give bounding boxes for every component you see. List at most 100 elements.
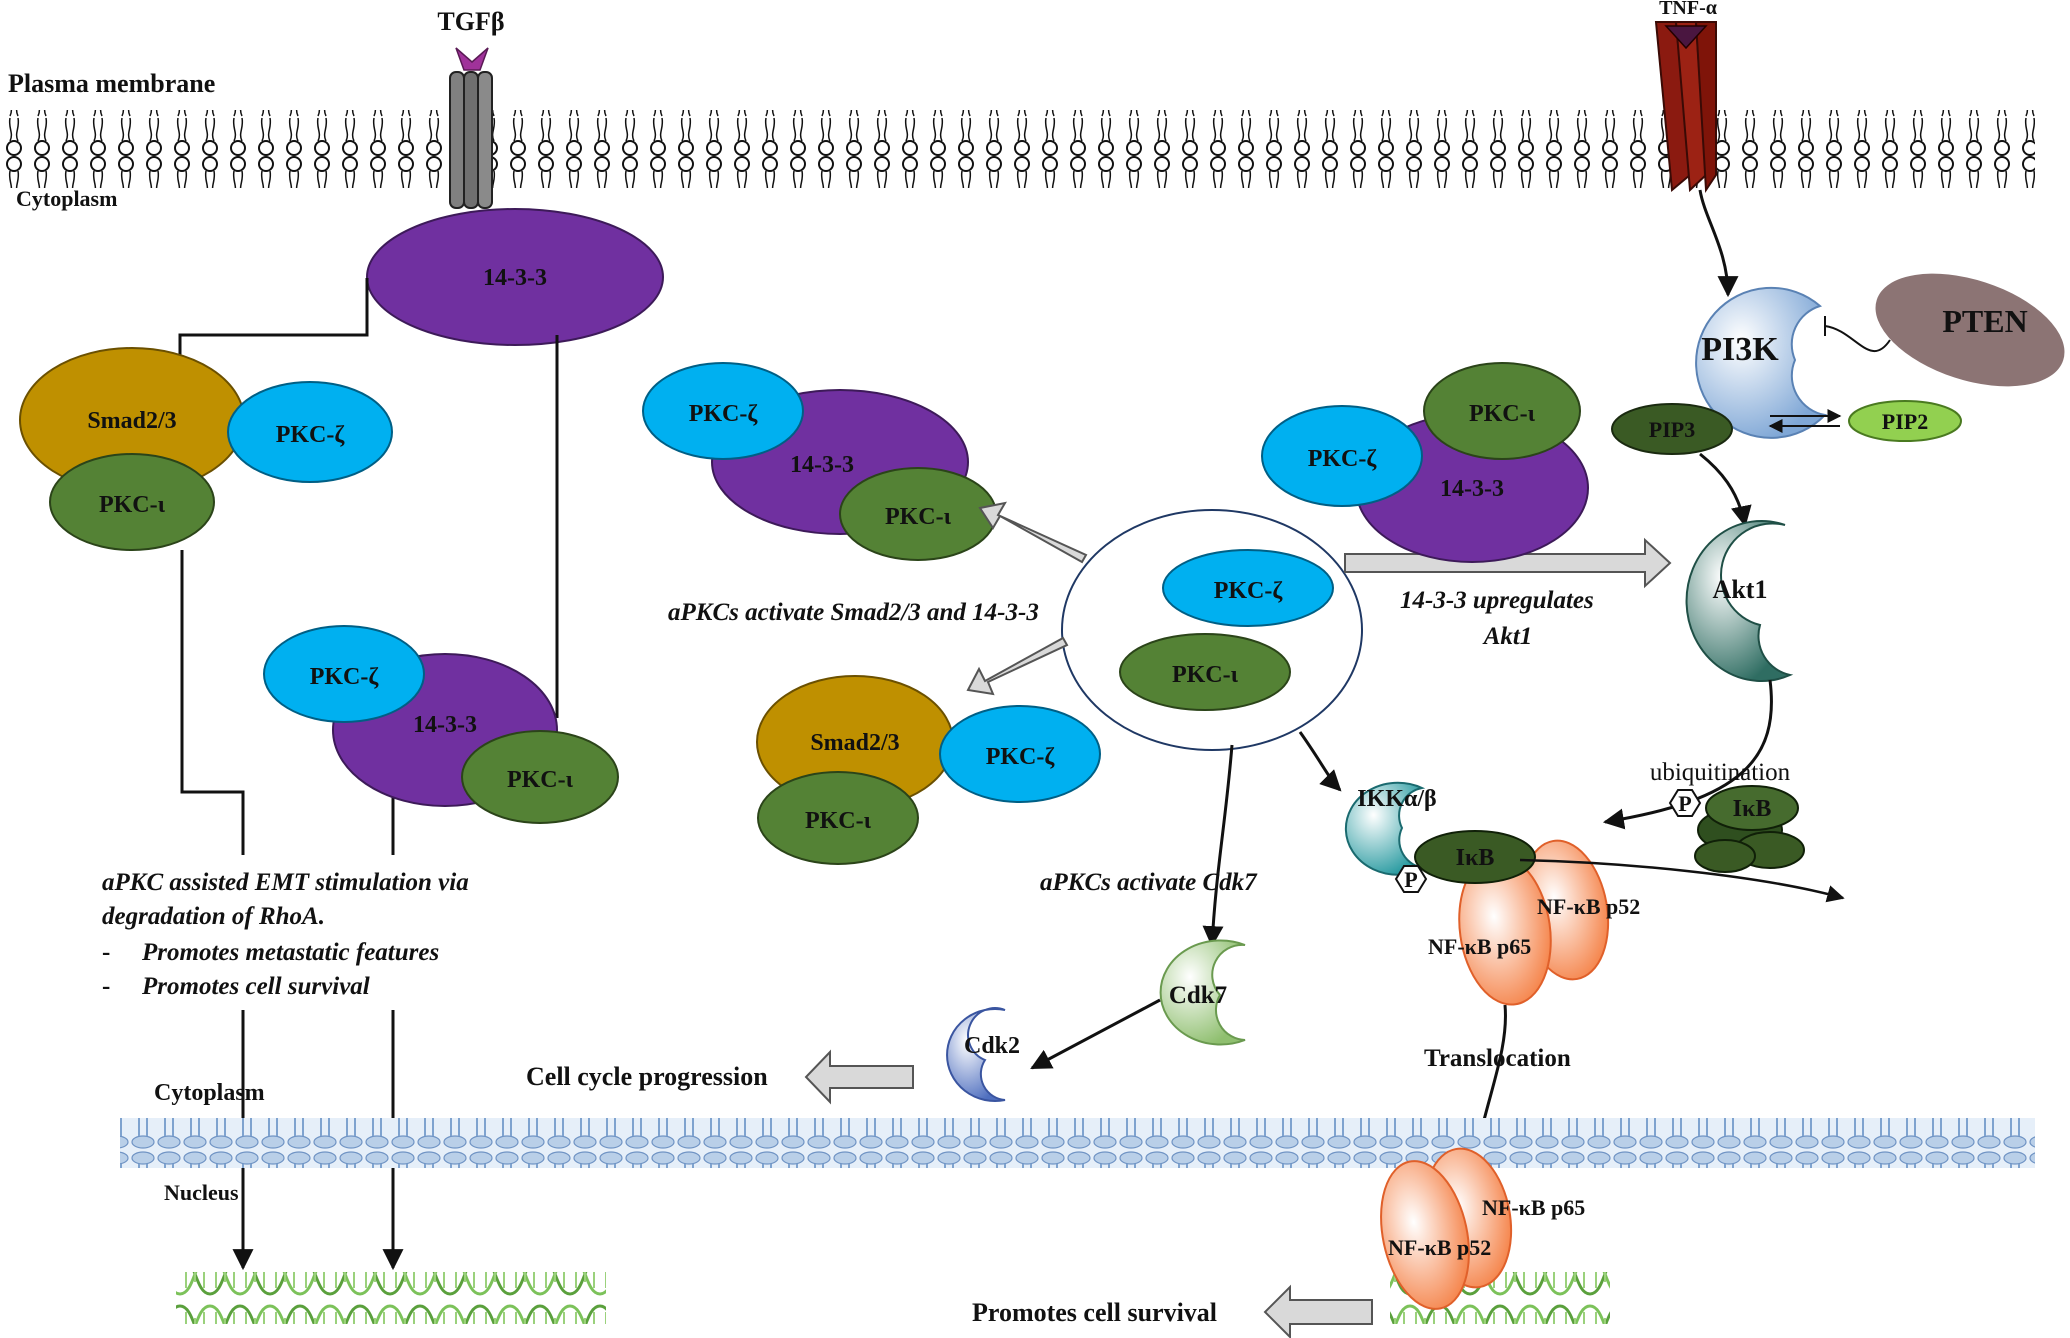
pip2-label: PIP2	[1882, 409, 1928, 434]
pkc-iota-protein	[757, 771, 919, 865]
emt-bullet-dash-1: -	[102, 939, 110, 966]
survival-arrow	[1263, 1284, 1373, 1338]
survival-text: Promotes cell survival	[972, 1298, 1217, 1327]
protein-14-3-3-top	[366, 208, 664, 346]
pip3-label: PIP3	[1649, 417, 1695, 442]
ikb-free-complex	[1694, 785, 1805, 873]
protein-14-3-3-label: 14-3-3	[1440, 476, 1504, 502]
activate-smad-text: aPKCs activate Smad2/3 and 14-3-3	[668, 599, 1039, 626]
pkc-iota-label: PKC-ι	[805, 808, 872, 834]
cdk7-to-cdk2-arrow	[1030, 998, 1161, 1070]
cell-to-ikk-arrow	[1298, 731, 1342, 792]
akt1-label: Akt1	[1713, 575, 1768, 604]
tgfb-receptor	[449, 47, 493, 209]
smad-label: Smad2/3	[87, 408, 176, 434]
nucleus-label: Nucleus	[164, 1180, 239, 1205]
tnf-to-pi3k-arrow	[1698, 189, 1739, 298]
akt1-to-ikb-arrow	[1602, 679, 1773, 830]
protein-14-3-3-top-label: 14-3-3	[483, 265, 547, 291]
pip3-to-akt1-arrow	[1699, 452, 1752, 528]
cytoplasm-lower-label: Cytoplasm	[154, 1080, 265, 1106]
cytoplasm-top-label: Cytoplasm	[16, 186, 117, 211]
plasma-membrane	[0, 110, 2035, 188]
pkc-zeta-protein	[227, 381, 393, 483]
cell-pkc-zeta-label: PKC-ζ	[1214, 578, 1284, 604]
center-14-3-3-complex: 14-3-3 PKC-ζ PKC-ι	[642, 362, 997, 561]
pkc-zeta-protein	[263, 625, 425, 723]
tgfb-ligand-icon	[455, 47, 489, 71]
pkc-zeta-protein	[1261, 405, 1423, 507]
cdk2-label: Cdk2	[964, 1033, 1020, 1059]
pi3k-protein	[1695, 286, 1828, 439]
tnfa-receptor	[1654, 21, 1717, 194]
nuc-nfkb-p52-label: NF-κB p52	[1388, 1235, 1491, 1260]
arrow-to-14-3-3-complex	[978, 501, 1088, 564]
ikk-label: IKKα/β	[1357, 786, 1436, 812]
ikb-free-label: IκB	[1733, 796, 1772, 822]
pten-protein	[1875, 273, 2065, 387]
nuclear-membrane	[120, 1118, 2035, 1168]
pkc-iota-label: PKC-ι	[885, 504, 952, 530]
emt-text-block: aPKC assisted EMT stimulation via degrad…	[102, 869, 469, 1000]
upregulates-text-2: Akt1	[1482, 623, 1533, 650]
phospho-label-2: P	[1404, 867, 1417, 892]
smad-label: Smad2/3	[810, 730, 899, 756]
emt-text-line-2: degradation of RhoA.	[102, 903, 325, 930]
nfkb-cytoplasm-complex	[1414, 830, 1610, 1006]
pkc-zeta-label: PKC-ζ	[1308, 446, 1378, 472]
pkc-zeta-label: PKC-ζ	[310, 664, 380, 690]
emt-bullet-1: Promotes metastatic features	[141, 939, 439, 966]
pkc-zeta-protein	[939, 705, 1101, 803]
pkc-zeta-label: PKC-ζ	[276, 422, 346, 448]
ikb-bound-protein	[1414, 830, 1536, 884]
plasma-membrane-label: Plasma membrane	[8, 69, 215, 98]
protein-14-3-3-label: 14-3-3	[790, 452, 854, 478]
cell-cycle-arrow	[804, 1049, 914, 1105]
pkc-zeta-protein	[642, 362, 804, 460]
phospho-marker-1	[1668, 789, 1702, 817]
pip2	[1848, 400, 1962, 442]
apkc-cell	[1061, 509, 1363, 751]
pten-inhibition-line	[1824, 325, 1891, 353]
ikb-release-arrow	[1519, 858, 1845, 903]
pten-label: PTEN	[1942, 303, 2027, 339]
nfkb-p52-label: NF-κB p52	[1537, 894, 1640, 919]
center-smad-complex: Smad2/3 PKC-ζ PKC-ι	[756, 675, 1101, 865]
phospho-label-1: P	[1678, 791, 1691, 816]
tgfb-label: TGFβ	[437, 7, 504, 36]
left-14-3-3-complex: 14-3-3 PKC-ζ PKC-ι	[263, 625, 619, 824]
cell-to-cdk7-arrow	[1202, 744, 1234, 948]
arrow-to-smad-complex	[966, 636, 1069, 696]
emt-text-line-1: aPKC assisted EMT stimulation via	[102, 869, 469, 896]
tnfa-label: TNF-α	[1659, 0, 1717, 19]
tnfa-ligand-icon	[1664, 25, 1708, 50]
cdk7-label: Cdk7	[1169, 982, 1227, 1009]
pip3	[1611, 403, 1733, 455]
nfkb-p65-label: NF-κB p65	[1428, 934, 1531, 959]
pi3k-label: PI3K	[1701, 331, 1779, 368]
cell-cycle-text: Cell cycle progression	[526, 1062, 768, 1091]
cell-pkc-zeta	[1162, 549, 1334, 627]
pkc-iota-protein	[461, 730, 619, 824]
pkc-iota-protein	[49, 453, 215, 551]
ubiquitination-label: ubiquitination	[1650, 759, 1791, 786]
pkc-zeta-label: PKC-ζ	[986, 744, 1056, 770]
pkc-iota-protein	[1423, 362, 1581, 460]
nfkb-nucleus-complex	[1380, 1147, 1513, 1310]
protein-14-3-3-label: 14-3-3	[413, 712, 477, 738]
cell-pkc-iota-label: PKC-ι	[1172, 662, 1239, 688]
translocation-label: Translocation	[1424, 1045, 1571, 1072]
upregulates-text-1: 14-3-3 upregulates	[1400, 587, 1594, 614]
emt-bullet-dash-2: -	[102, 973, 110, 1000]
activate-cdk7-text: aPKCs activate Cdk7	[1040, 869, 1258, 896]
ikb-bound-label: IκB	[1456, 845, 1495, 871]
left-smad-complex: Smad2/3 PKC-ζ PKC-ι	[19, 347, 393, 551]
cdk2-protein	[946, 1007, 1006, 1102]
emt-bullet-2: Promotes cell survival	[141, 973, 370, 1000]
pkc-iota-label: PKC-ι	[507, 767, 574, 793]
dna-helix-left	[176, 1272, 606, 1324]
nfkb-nuc-p52-protein	[1380, 1160, 1470, 1310]
arrow-to-akt1	[1344, 537, 1672, 589]
nuc-nfkb-p65-label: NF-κB p65	[1482, 1195, 1585, 1220]
